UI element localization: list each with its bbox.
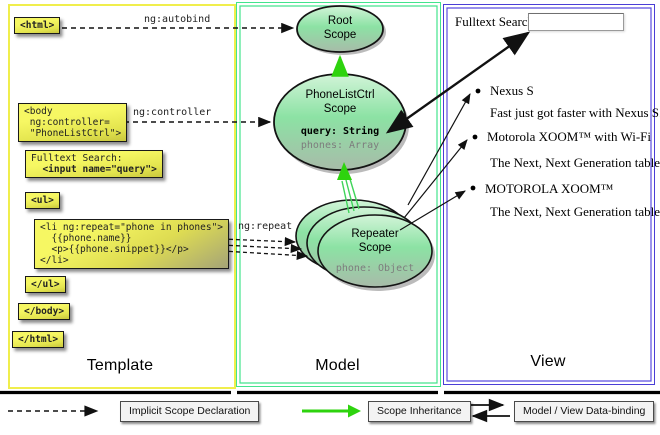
model-panel — [236, 2, 441, 387]
root-scope-ellipse — [296, 5, 384, 53]
code-ul-open: <ul> — [25, 192, 60, 209]
inherit-line-3 — [349, 178, 360, 210]
code-fulltext: Fulltext Search: <input name="query"> — [25, 150, 163, 178]
view-panel — [443, 4, 655, 385]
view-search-input[interactable] — [528, 13, 624, 31]
inherit-arrowhead — [337, 162, 352, 180]
code-ul-close: </ul> — [25, 276, 66, 293]
item2-binding-arrow — [403, 139, 468, 219]
bullet-1 — [475, 88, 481, 94]
repeat-arrow-2 — [221, 243, 303, 254]
view-item-title: Motorola XOOM™ with Wi-Fi — [487, 129, 652, 144]
view-item-title: MOTOROLA XOOM™ — [485, 181, 614, 196]
code-fulltext-label: Fulltext Search: — [31, 153, 123, 164]
repeater-phone-prop: phone: Object — [335, 263, 415, 274]
template-panel-title: Template — [86, 357, 154, 374]
legend-green-arrowhead — [348, 404, 361, 418]
code-html-close: </html> — [12, 331, 65, 348]
model-panel-title: Model — [315, 357, 360, 374]
repeater-ellipse-front — [317, 214, 433, 288]
legend-implicit-label: Implicit Scope Declaration — [120, 401, 260, 422]
repeat-label: ng:repeat — [238, 221, 293, 232]
view-item-desc: Fast just got faster with Nexus S. — [490, 105, 660, 120]
root-scope-label: Root Scope — [323, 15, 357, 41]
controller-label: ng:controller — [133, 107, 212, 118]
code-body-open: <body ng:controller= "PhoneListCtrl"> — [18, 103, 128, 142]
query-binding-arrow — [385, 31, 531, 134]
legend-inheritance-label: Scope Inheritance — [368, 401, 471, 422]
code-html-open: <html> — [14, 17, 61, 34]
view-item-title: Nexus S — [490, 83, 534, 98]
view-item-desc: The Next, Next Generation tablet. — [490, 204, 660, 219]
code-li-repeat: <li ng:repeat="phone in phones"> {{phone… — [34, 219, 230, 269]
code-input: <input name="query"> — [31, 164, 157, 175]
ctrl-phones-prop: phones: Array — [300, 140, 380, 151]
repeat-arrow-1 — [221, 237, 297, 247]
item1-binding-arrow — [407, 93, 471, 206]
repeat-arrow-3 — [221, 250, 309, 260]
inherit-line-2 — [345, 179, 355, 212]
inherit-line-1 — [341, 180, 350, 214]
template-panel — [8, 4, 236, 389]
ctrl-query-prop: query: String — [300, 126, 380, 137]
legend-binding-label: Model / View Data-binding — [514, 401, 655, 422]
bullet-2 — [472, 134, 478, 140]
item3-binding-arrow — [399, 190, 466, 231]
code-body-close: </body> — [18, 303, 71, 320]
view-panel-title: View — [530, 353, 566, 370]
repeater-scope-label: Repeater Scope — [351, 228, 399, 254]
ctrl-scope-label: PhoneListCtrl Scope — [305, 89, 375, 115]
view-item-desc: The Next, Next Generation tablet. — [490, 155, 660, 170]
view-search-label: Fulltext Search: — [455, 14, 538, 29]
autobind-label: ng:autobind — [144, 14, 211, 25]
bullet-3 — [470, 185, 476, 191]
